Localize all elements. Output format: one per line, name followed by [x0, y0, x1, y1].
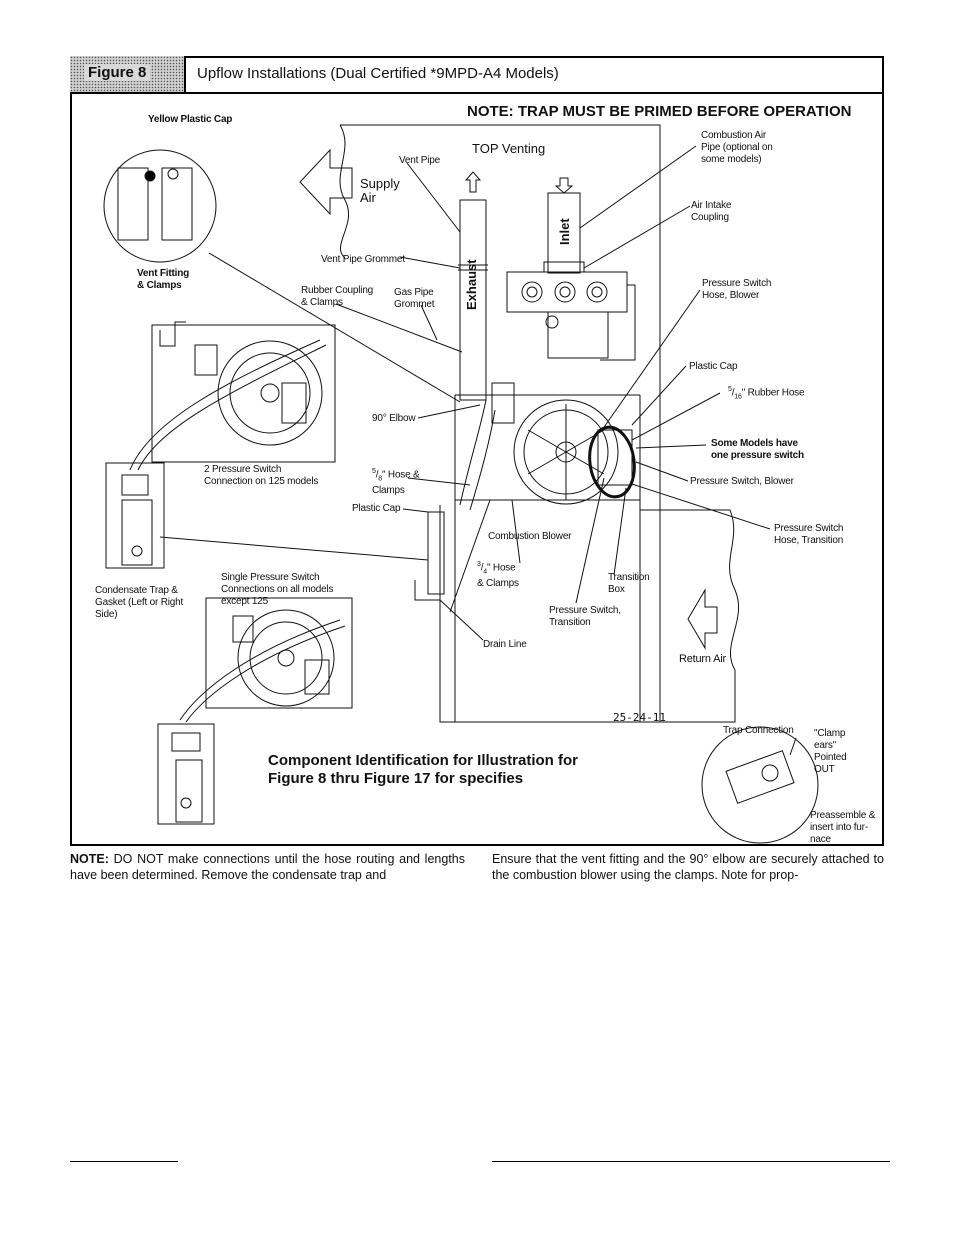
exhaust-label: Exhaust — [464, 259, 479, 310]
fraction-numerator: 5 — [372, 468, 376, 475]
hose-3-4-text: " Hose & Clamps — [477, 562, 519, 590]
note-body: DO NOT make connections until the hose r… — [70, 852, 465, 882]
trap-priming-note: NOTE: TRAP MUST BE PRIMED BEFORE OPERATI… — [467, 103, 852, 120]
drain-line-label: Drain Line — [483, 639, 527, 650]
return-air-label: Return Air — [679, 653, 726, 665]
hose-3-4-label: 3/4" Hose & Clamps — [477, 561, 519, 590]
fraction-denominator: 8 — [378, 475, 382, 483]
rubber-hose-5-16-label: 5/16" Rubber Hose — [728, 386, 805, 401]
air-intake-label: Air Intake Coupling — [691, 200, 732, 223]
condensate-trap-label: Condensate Trap & Gasket (Left or Right … — [95, 585, 184, 620]
footer-rule-right — [492, 1161, 890, 1162]
hose-5-8-label: 5/8" Hose & Clamps — [372, 468, 420, 497]
header-divider — [186, 92, 884, 94]
rubber-coupling-label: Rubber Coupling & Clamps — [301, 285, 374, 308]
figure-number: Figure 8 — [84, 64, 151, 81]
plastic-cap-left-label: Plastic Cap — [352, 503, 401, 514]
vent-pipe-label: Vent Pipe — [399, 155, 441, 166]
fraction-numerator: 5 — [728, 386, 732, 393]
figure-title: Upflow Installations (Dual Certified *9M… — [197, 65, 559, 82]
ps-transition-label: Pressure Switch, Transition — [549, 605, 621, 628]
fraction-denominator: 16 — [734, 393, 742, 401]
component-identification-caption: Component Identification for Illustratio… — [268, 752, 578, 787]
transition-box-label: Transition Box — [608, 572, 650, 595]
footer-rule-left — [70, 1161, 178, 1162]
combustion-air-pipe-label: Combustion Air Pipe (optional on some mo… — [701, 130, 773, 165]
yellow-cap-label: Yellow Plastic Cap — [148, 114, 233, 125]
some-models-label: Some Models have one pressure switch — [711, 438, 804, 461]
top-venting-label: TOP Venting — [472, 141, 546, 156]
note-keyword: NOTE: — [70, 852, 109, 866]
clamp-ears-label: "Clamp ears" Pointed OUT — [814, 728, 847, 775]
figure-frame — [70, 56, 884, 846]
single-ps-label: Single Pressure Switch Connections on al… — [221, 572, 334, 607]
gas-pipe-grommet-label: Gas Pipe Grommet — [394, 287, 435, 310]
ps-blower-label: Pressure Switch, Blower — [690, 476, 794, 487]
fraction-denominator: 4 — [483, 568, 487, 576]
vent-pipe-grommet-label: Vent Pipe Grommet — [321, 254, 405, 265]
drawing-reference-number: 25-24-11 — [613, 711, 666, 724]
supply-air-label: Supply Air — [360, 176, 400, 205]
combustion-blower-label: Combustion Blower — [488, 531, 572, 542]
figure-number-cell — [70, 56, 186, 94]
ps-hose-blower-label: Pressure Switch Hose, Blower — [702, 278, 772, 301]
trap-connection-label: Trap Connection — [723, 725, 794, 736]
preassemble-label: Preassemble & insert into fur- nace — [810, 810, 876, 845]
fraction-numerator: 3 — [477, 561, 481, 568]
two-ps-label: 2 Pressure Switch Connection on 125 mode… — [204, 464, 319, 487]
plastic-cap-right-label: Plastic Cap — [689, 361, 738, 372]
body-column-left: NOTE: DO NOT make connections until the … — [70, 851, 465, 883]
ps-hose-transition-label: Pressure Switch Hose, Transition — [774, 523, 844, 546]
vent-fitting-label: Vent Fitting & Clamps — [137, 268, 190, 291]
hose-5-8-text: " Hose & Clamps — [372, 469, 420, 497]
rubber-hose-text: " Rubber Hose — [741, 387, 805, 399]
elbow-90-label: 90° Elbow — [372, 413, 416, 424]
body-column-right: Ensure that the vent fitting and the 90°… — [492, 852, 884, 882]
inlet-label: Inlet — [557, 218, 572, 245]
